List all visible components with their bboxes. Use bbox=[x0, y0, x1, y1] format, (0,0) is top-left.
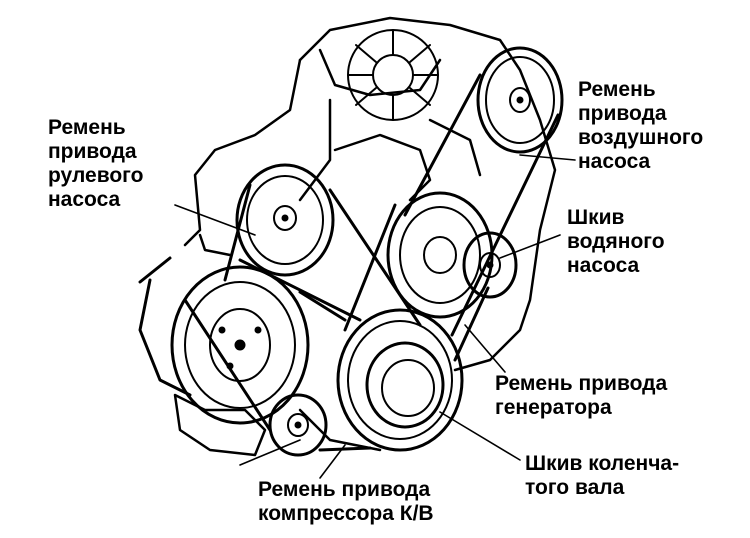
timing-cover bbox=[347, 29, 439, 121]
label-line: привода bbox=[578, 102, 667, 125]
ac-idler-pulley bbox=[268, 393, 328, 457]
label-steering-pump-belt: Ремень привода рулевого насоса bbox=[48, 116, 143, 212]
label-line: рулевого bbox=[48, 164, 144, 187]
ac-compressor bbox=[138, 256, 310, 425]
label-line: Ремень bbox=[578, 78, 656, 101]
label-air-pump-belt: Ремень привода воздушного насоса bbox=[578, 78, 703, 174]
label-line: Ремень привода bbox=[258, 478, 431, 501]
air-pump-belt bbox=[403, 73, 560, 337]
engine-block bbox=[173, 16, 557, 457]
air-pump-pulley bbox=[476, 46, 564, 154]
label-line: насоса bbox=[48, 188, 121, 211]
label-line: генератора bbox=[495, 396, 612, 419]
label-line: водяного bbox=[567, 230, 665, 253]
label-line: насоса bbox=[578, 150, 651, 173]
label-line: компрессора К/В bbox=[258, 502, 434, 525]
label-generator-belt: Ремень привода генератора bbox=[495, 372, 667, 420]
label-line: Ремень привода bbox=[495, 372, 668, 395]
label-line: привода bbox=[48, 140, 137, 163]
steering-pump-pulley bbox=[235, 163, 335, 277]
crankshaft-pulley bbox=[336, 308, 464, 452]
label-line: Шкив коленча- bbox=[525, 452, 680, 475]
label-water-pump-pulley: Шкив водяного насоса bbox=[567, 206, 665, 278]
label-crankshaft-pulley: Шкив коленча- того вала bbox=[525, 452, 679, 500]
label-line: насоса bbox=[567, 254, 640, 277]
label-line: воздушного bbox=[578, 126, 704, 149]
label-line: того вала bbox=[525, 476, 625, 499]
label-line: Шкив bbox=[567, 206, 625, 229]
label-ac-compressor-belt: Ремень привода компрессора К/В bbox=[258, 478, 434, 526]
label-line: Ремень bbox=[48, 116, 126, 139]
leader-lines bbox=[174, 154, 576, 479]
generator-belt bbox=[343, 203, 490, 362]
ac-compressor-belt bbox=[183, 290, 372, 452]
